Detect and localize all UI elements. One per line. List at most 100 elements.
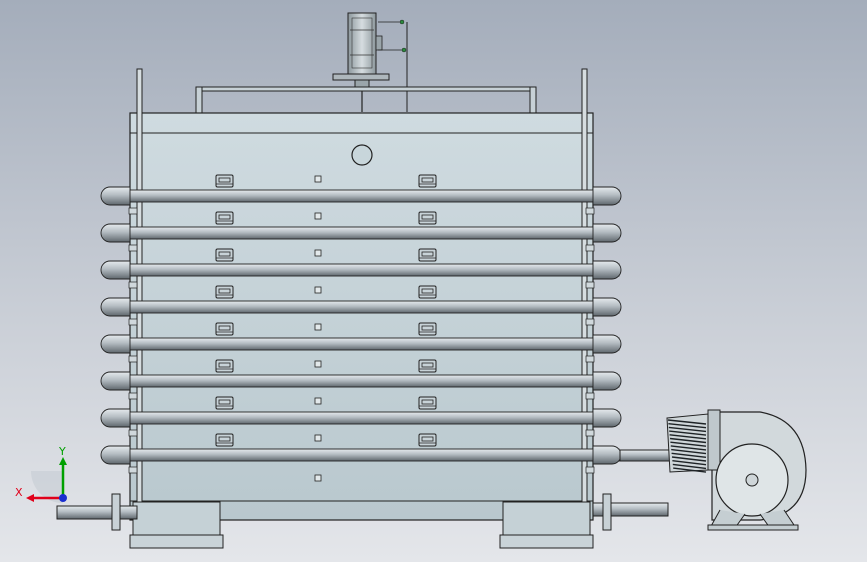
tube-bend-right	[592, 334, 622, 354]
bolt-hole	[314, 212, 322, 220]
handle	[418, 322, 437, 336]
tube-clip	[128, 207, 138, 215]
z-axis-dot	[59, 494, 67, 502]
fan-blade	[670, 441, 707, 447]
tube-clip	[585, 318, 595, 326]
fan-blade	[669, 430, 707, 436]
handle	[215, 285, 234, 299]
top-rail	[195, 86, 537, 114]
tube-bend-right	[592, 297, 622, 317]
tube-row	[100, 371, 622, 400]
tube	[103, 189, 620, 203]
tube-row	[100, 297, 622, 326]
tube-clip	[585, 207, 595, 215]
fan-blade	[668, 423, 707, 429]
handle	[418, 211, 437, 225]
handle	[418, 285, 437, 299]
inspection-port	[351, 144, 373, 166]
tube-row	[100, 260, 622, 289]
fan-blade	[667, 419, 707, 425]
bolt-hole	[314, 323, 322, 331]
bolt-hole	[314, 249, 322, 257]
tube-bend-left	[100, 260, 131, 280]
fan-inlet-blades	[667, 419, 707, 473]
tube-bend-left	[100, 334, 131, 354]
tube-bend-right	[592, 371, 622, 391]
tube-bend-left	[100, 445, 131, 465]
tube-clip	[585, 281, 595, 289]
handle	[215, 396, 234, 410]
centrifugal-blower[interactable]	[666, 409, 807, 531]
tube-bend-left	[100, 223, 131, 243]
tube-bend-left	[100, 408, 131, 428]
tube-clip	[128, 355, 138, 363]
handle	[418, 248, 437, 262]
heat-exchanger-tubes	[100, 186, 622, 474]
handle	[418, 174, 437, 188]
fan-blade	[671, 448, 707, 455]
tube-clip	[128, 318, 138, 326]
x-axis-label: X	[15, 486, 23, 499]
outlet-pipes	[56, 449, 671, 531]
tube-bend-left	[100, 186, 131, 206]
tube	[103, 374, 620, 388]
tube-clip	[585, 244, 595, 252]
tube	[103, 300, 620, 314]
fan-blade	[673, 467, 707, 473]
tube-bend-right	[592, 186, 622, 206]
drive-motor[interactable]	[332, 12, 408, 112]
bolt-hole	[314, 434, 322, 442]
bolt-hole	[314, 175, 322, 183]
bolt-hole	[314, 397, 322, 405]
tube-clip	[128, 429, 138, 437]
tube-clip	[128, 281, 138, 289]
handle	[215, 433, 234, 447]
tube-clip	[585, 429, 595, 437]
tube-clip	[585, 355, 595, 363]
y-axis-label: Y	[58, 445, 66, 458]
tube-bend-left	[100, 297, 131, 317]
tube-row	[100, 445, 622, 474]
fan-blade	[668, 426, 707, 433]
handle	[418, 396, 437, 410]
handle	[215, 359, 234, 373]
tube-clip	[128, 244, 138, 252]
tube	[103, 337, 620, 351]
tube	[103, 263, 620, 277]
handle	[215, 211, 234, 225]
bolt-hole	[314, 360, 322, 368]
fan-blade	[669, 437, 707, 444]
fan-blade	[670, 445, 707, 451]
handle	[215, 174, 234, 188]
handle	[215, 322, 234, 336]
tube	[103, 226, 620, 240]
fan-blade	[672, 460, 707, 466]
tube-row	[100, 223, 622, 252]
bolt-hole	[314, 474, 322, 482]
tube	[103, 411, 620, 425]
fan-blade	[672, 463, 707, 470]
door-handles	[215, 174, 437, 482]
tube-bend-right	[592, 445, 622, 465]
tube-bend-right	[592, 223, 622, 243]
tube-clip	[128, 392, 138, 400]
fan-blade	[671, 456, 707, 462]
tube-bend-left	[100, 371, 131, 391]
fan-blade	[671, 452, 707, 458]
tube-clip	[585, 392, 595, 400]
tube-bend-right	[592, 260, 622, 280]
tube	[103, 448, 620, 462]
coordinate-triad: X Y	[15, 445, 67, 503]
tube-bend-right	[592, 408, 622, 428]
tube-row	[100, 408, 622, 437]
tube-row	[100, 334, 622, 363]
handle	[418, 433, 437, 447]
base-frame	[129, 501, 594, 549]
tube-clip	[585, 466, 595, 474]
tube-row	[100, 186, 622, 215]
bolt-hole	[314, 286, 322, 294]
handle	[418, 359, 437, 373]
fan-blade	[669, 434, 707, 440]
